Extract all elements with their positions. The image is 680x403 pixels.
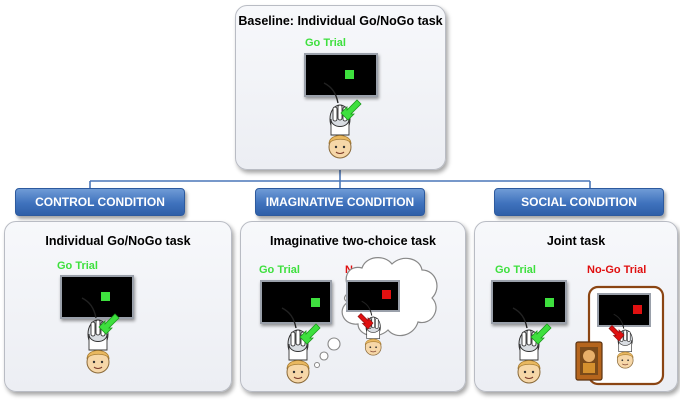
imaginative-go-screen — [260, 280, 332, 324]
hand-on-mouse-icon — [512, 307, 541, 384]
nogo-stimulus-square — [382, 290, 391, 299]
baseline-panel: Baseline: Individual Go/NoGo task Go Tri… — [235, 5, 446, 170]
social-go-trial-label: Go Trial — [495, 264, 536, 276]
control-panel: Individual Go/NoGo task Go Trial — [4, 221, 232, 392]
imaginative-task-title: Imaginative two-choice task — [269, 234, 437, 248]
imaginative-condition-header: IMAGINATIVE CONDITION — [255, 188, 425, 216]
hand-on-mouse-icon — [281, 307, 310, 384]
control-condition-header: CONTROL CONDITION — [15, 188, 185, 216]
partner-photo-icon — [575, 341, 603, 381]
go-stimulus-square — [345, 70, 354, 79]
nogo-stimulus-square — [633, 305, 642, 314]
hand-on-mouse-icon — [81, 297, 110, 374]
baseline-title: Baseline: Individual Go/NoGo task — [238, 14, 443, 28]
control-stimulus-screen — [60, 275, 134, 319]
go-stimulus-square — [311, 298, 320, 307]
social-nogo-screen — [597, 293, 651, 327]
social-task-title: Joint task — [546, 234, 606, 248]
baseline-go-trial-label: Go Trial — [305, 37, 346, 49]
imaginative-nogo-screen — [346, 280, 400, 312]
social-go-screen — [491, 280, 567, 324]
control-go-trial-label: Go Trial — [57, 260, 98, 272]
go-stimulus-square — [545, 298, 554, 307]
control-task-title: Individual Go/NoGo task — [45, 234, 191, 248]
hand-on-mouse-icon — [323, 82, 352, 159]
social-condition-header: SOCIAL CONDITION — [494, 188, 664, 216]
social-nogo-trial-label: No-Go Trial — [587, 264, 647, 276]
baseline-stimulus-screen — [304, 53, 378, 97]
go-stimulus-square — [101, 292, 110, 301]
imaginative-go-trial-label: Go Trial — [259, 264, 300, 276]
